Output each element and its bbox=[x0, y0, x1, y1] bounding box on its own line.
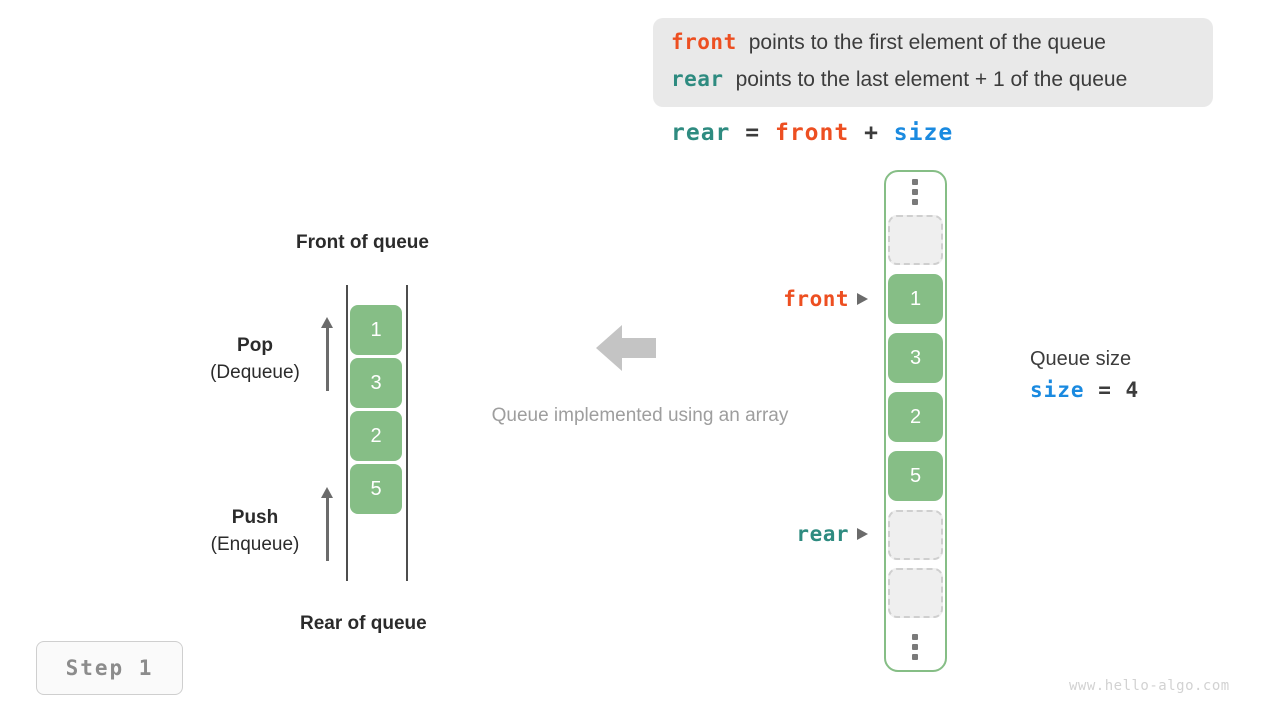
formula-plus: + bbox=[864, 120, 879, 146]
left-arrow-icon bbox=[596, 325, 656, 371]
legend-text-front: points to the first element of the queue bbox=[748, 31, 1106, 54]
size-variable: size bbox=[1030, 378, 1085, 402]
array-slot-filled: 2 bbox=[888, 392, 943, 442]
array-slot-filled: 1 bbox=[888, 274, 943, 324]
legend-text-rear: points to the last element + 1 of the qu… bbox=[735, 68, 1128, 91]
queue-cell: 2 bbox=[350, 411, 402, 461]
array-slot-empty bbox=[888, 510, 943, 560]
formula-lhs: rear bbox=[671, 120, 731, 146]
pointer-rear: rear bbox=[700, 522, 868, 546]
pop-subtitle: (Dequeue) bbox=[210, 362, 300, 383]
push-subtitle: (Enqueue) bbox=[210, 534, 300, 555]
legend-line-rear: rear points to the last element + 1 of t… bbox=[671, 67, 1195, 104]
array-slot-empty bbox=[888, 568, 943, 618]
array-slot-filled: 3 bbox=[888, 333, 943, 383]
formula-rhs-front: front bbox=[774, 120, 850, 146]
pop-arrow-up-icon bbox=[319, 317, 335, 391]
pointer-front-arrow-icon bbox=[857, 293, 868, 305]
queue-cell: 5 bbox=[350, 464, 402, 514]
legend-keyword-front: front bbox=[671, 30, 737, 54]
front-of-queue-label: Front of queue bbox=[296, 232, 429, 253]
size-value: 4 bbox=[1125, 378, 1140, 402]
legend-keyword-rear: rear bbox=[671, 67, 724, 91]
center-caption: Queue implemented using an array bbox=[491, 405, 789, 426]
legend-box: front points to the first element of the… bbox=[653, 18, 1213, 107]
formula-equals: = bbox=[745, 120, 761, 146]
push-title: Push bbox=[231, 507, 279, 528]
push-label-group: Push (Enqueue) bbox=[196, 505, 314, 559]
queue-cell: 1 bbox=[350, 305, 402, 355]
array-slot-empty bbox=[888, 215, 943, 265]
size-equals: = bbox=[1098, 378, 1112, 402]
pointer-front: front bbox=[700, 287, 868, 311]
pointer-front-label: front bbox=[783, 287, 849, 311]
step-badge: Step 1 bbox=[36, 641, 183, 695]
rear-of-queue-label: Rear of queue bbox=[300, 613, 427, 634]
array-ellipsis-top bbox=[908, 179, 922, 205]
queue-size-panel: Queue size size = 4 bbox=[1030, 344, 1139, 406]
array-slot-filled: 5 bbox=[888, 451, 943, 501]
queue-cell: 3 bbox=[350, 358, 402, 408]
queue-rail-left bbox=[346, 285, 348, 581]
legend-line-front: front points to the first element of the… bbox=[671, 30, 1195, 67]
pointer-rear-label: rear bbox=[796, 522, 849, 546]
pointer-rear-arrow-icon bbox=[857, 528, 868, 540]
push-arrow-up-icon bbox=[319, 487, 335, 561]
queue-size-expression: size = 4 bbox=[1030, 374, 1139, 406]
watermark: www.hello-algo.com bbox=[1069, 678, 1230, 694]
pop-title: Pop bbox=[237, 335, 273, 356]
pop-label-group: Pop (Dequeue) bbox=[196, 333, 314, 387]
queue-size-title: Queue size bbox=[1030, 348, 1132, 370]
formula-rear-equals-front-plus-size: rear = front + size bbox=[671, 120, 953, 146]
queue-rail-right bbox=[406, 285, 408, 581]
formula-rhs-size: size bbox=[893, 120, 954, 146]
array-ellipsis-bottom bbox=[908, 634, 922, 660]
